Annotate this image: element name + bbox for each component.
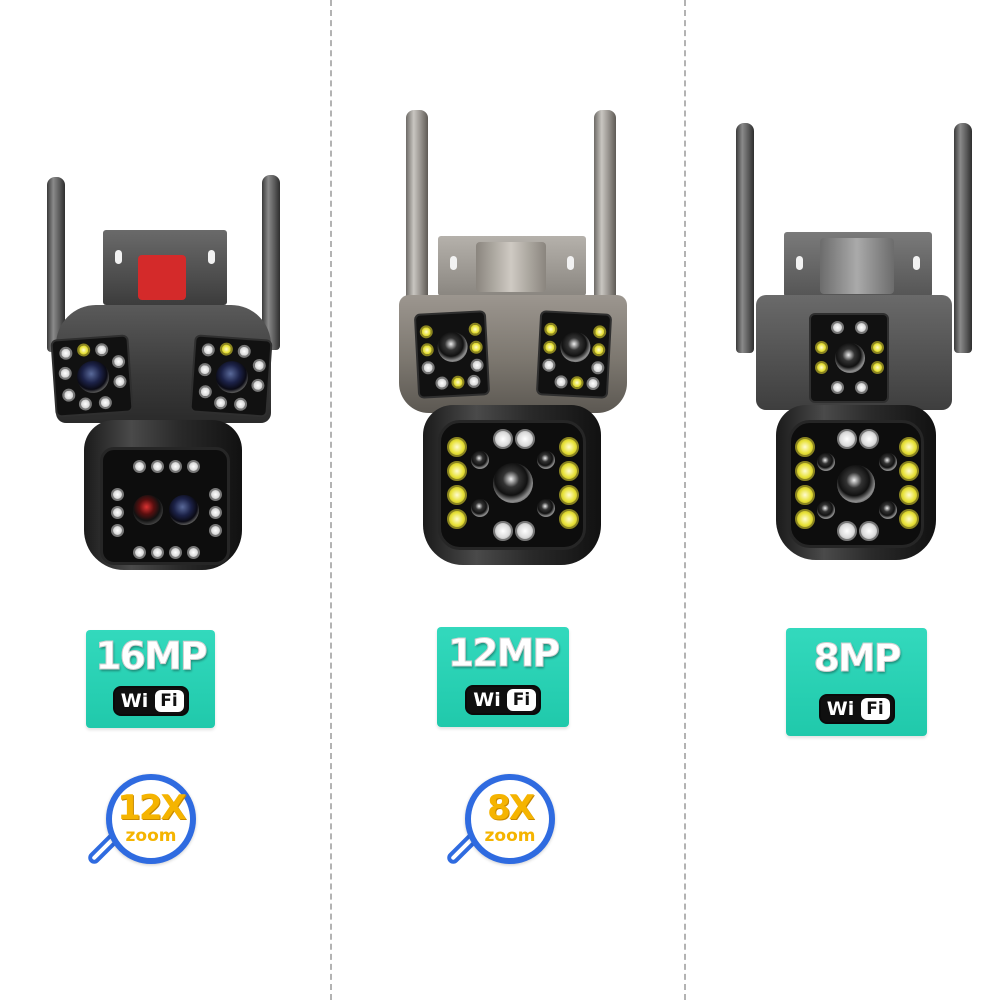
resolution-label: 8MP: [813, 636, 902, 681]
lens-left: [133, 495, 163, 525]
mount-collar: [820, 238, 894, 294]
lens: [75, 359, 111, 395]
resolution-badge-8mp: 8MP Wi Fi: [786, 628, 927, 736]
mount-collar: [476, 242, 546, 292]
resolution-label: 16MP: [95, 634, 209, 679]
ptz-face: [788, 420, 924, 548]
magnifier-icon: [465, 774, 555, 864]
antenna-left: [406, 110, 428, 315]
lens-right: [169, 495, 199, 525]
resolution-label: 12MP: [447, 631, 561, 676]
wifi-logo: Wi Fi: [465, 685, 541, 715]
lens: [559, 331, 592, 363]
wifi-wi-text: Wi: [120, 690, 149, 712]
lens: [436, 331, 469, 363]
ptz-face: [100, 447, 230, 565]
lens: [214, 359, 250, 395]
wifi-logo: Wi Fi: [112, 686, 189, 716]
resolution-badge-12mp: 12MP Wi Fi: [437, 627, 569, 727]
zoom-word: zoom: [125, 826, 177, 846]
zoom-value: 8X: [487, 788, 535, 828]
mount-red-collar: [138, 255, 186, 300]
zoom-word: zoom: [484, 826, 536, 846]
main-lens: [837, 465, 875, 503]
antenna-right: [594, 110, 616, 315]
left-lens-module: [413, 310, 491, 399]
antenna-right: [954, 123, 972, 353]
wifi-fi-text: Fi: [507, 689, 536, 711]
wifi-logo: Wi Fi: [818, 694, 895, 724]
product-column-12mp: 12MP Wi Fi 8X zoom: [331, 0, 684, 1000]
resolution-badge-16mp: 16MP Wi Fi: [86, 630, 215, 728]
top-lens-module: [809, 313, 889, 403]
magnifier-icon: [106, 774, 196, 864]
main-lens: [493, 463, 533, 503]
zoom-badge-8x: 8X zoom: [444, 770, 567, 890]
right-lens-module: [189, 334, 273, 418]
zoom-badge-12x: 12X zoom: [85, 770, 208, 890]
antenna-left: [47, 177, 65, 352]
antenna-right: [262, 175, 280, 350]
wifi-fi-text: Fi: [154, 690, 184, 712]
antenna-left: [736, 123, 754, 353]
left-lens-module: [50, 334, 134, 418]
column-divider-1: [330, 0, 332, 1000]
column-divider-2: [684, 0, 686, 1000]
right-lens-module: [535, 310, 613, 399]
ptz-face: [438, 420, 586, 550]
wifi-wi-text: Wi: [826, 698, 855, 720]
zoom-value: 12X: [117, 788, 187, 828]
product-column-8mp: 8MP Wi Fi: [686, 0, 1000, 1000]
wifi-fi-text: Fi: [860, 698, 890, 720]
lens: [835, 343, 865, 373]
product-column-16mp: 16MP Wi Fi 12X zoom: [0, 0, 330, 1000]
wifi-wi-text: Wi: [473, 689, 501, 711]
